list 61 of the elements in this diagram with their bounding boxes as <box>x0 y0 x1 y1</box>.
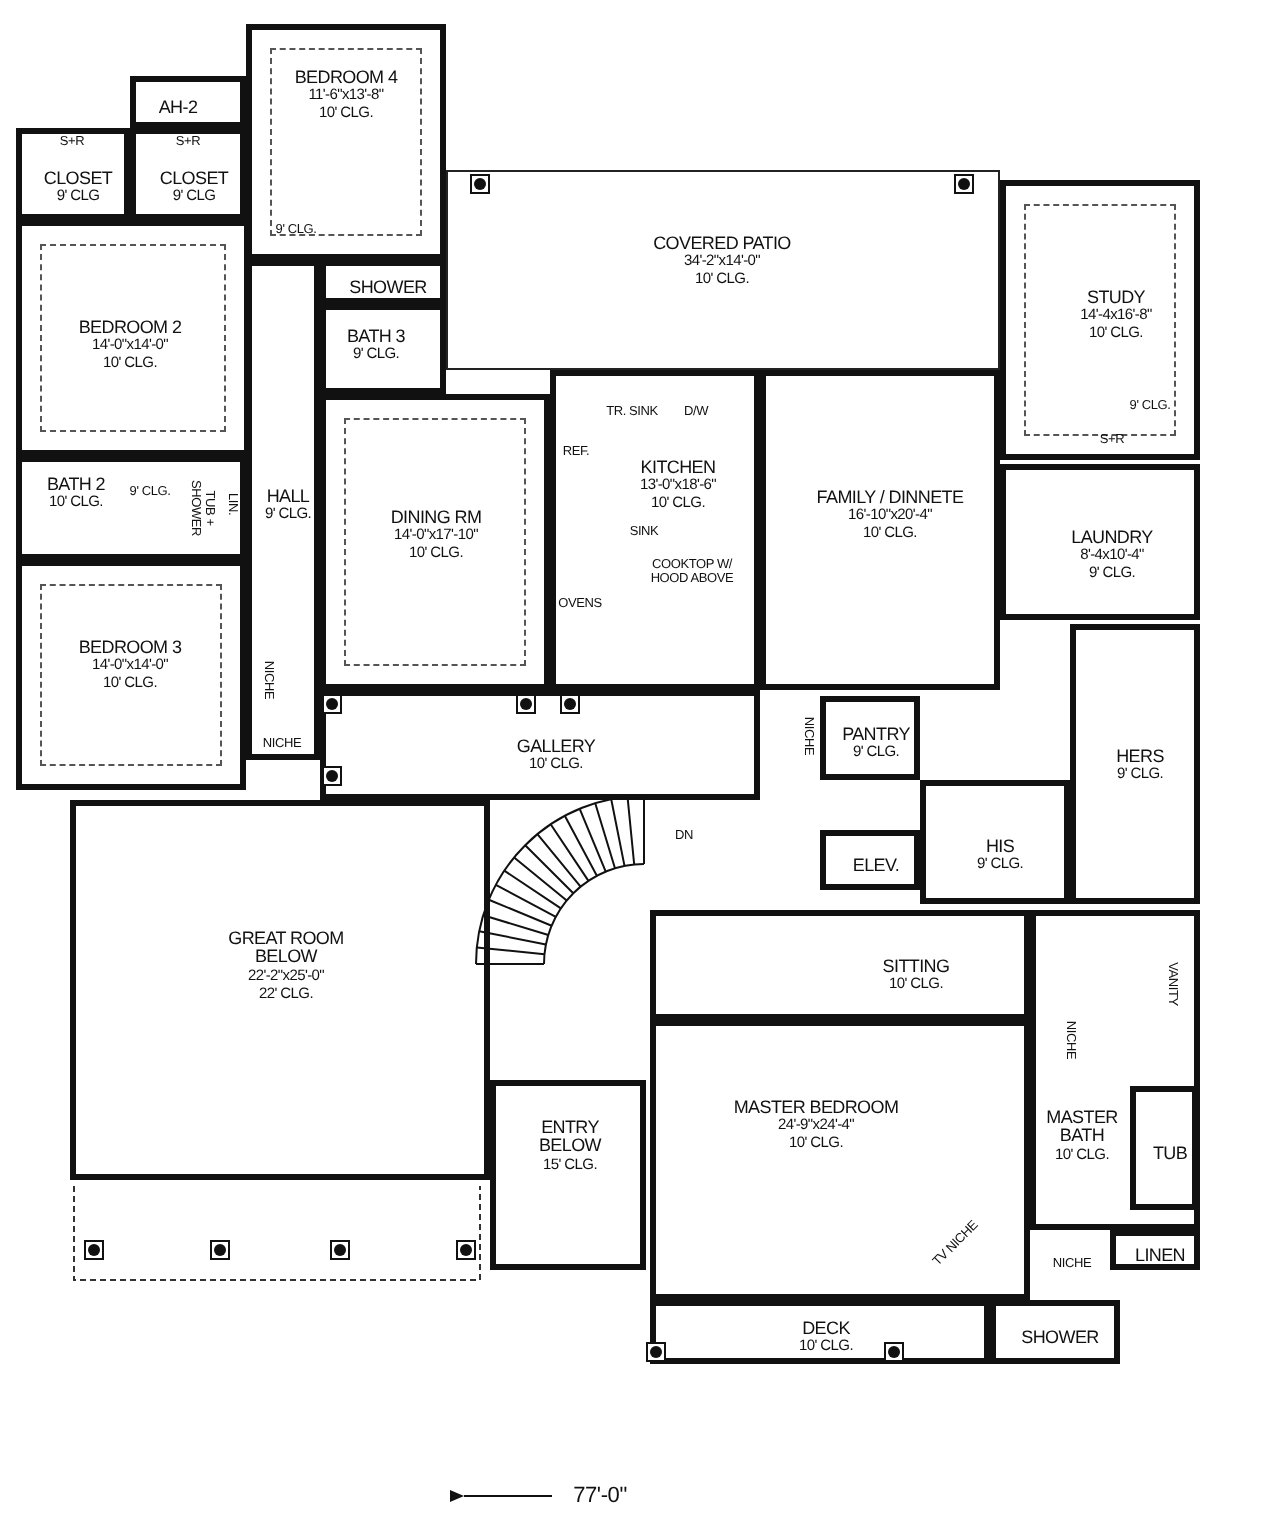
room-name: LINEN <box>1135 1246 1185 1266</box>
room-outline <box>760 370 1000 690</box>
room-name: ELEV. <box>852 856 900 876</box>
room-name: AH-2 <box>158 98 198 118</box>
room-name: BEDROOM 4 <box>294 69 398 88</box>
room-name: DINING RM <box>390 509 482 528</box>
room-outline <box>1110 1230 1200 1270</box>
room-name: HIS <box>985 837 1015 857</box>
room-outline <box>820 830 920 890</box>
room-outline <box>246 24 446 260</box>
room-name: DECK <box>802 1319 850 1339</box>
room-outline <box>1030 910 1200 1230</box>
room-outline <box>820 696 920 780</box>
room-name: BATH 2 <box>46 475 106 495</box>
room-name: PANTRY <box>842 725 910 745</box>
room-outline <box>650 1020 1030 1300</box>
room-name: CLOSET <box>159 169 229 189</box>
room-name: BEDROOM 2 <box>78 319 182 338</box>
room-name: SHOWER <box>1021 1328 1099 1348</box>
room-outline <box>16 456 246 560</box>
room-name: KITCHEN <box>640 459 716 478</box>
room-outline <box>130 128 246 220</box>
room-outline <box>130 76 246 128</box>
room-name: FAMILY / DINNETE <box>816 489 964 508</box>
room-outline <box>920 780 1070 904</box>
room-name: GALLERY <box>516 737 596 757</box>
room-outline <box>16 560 246 790</box>
room-outline <box>320 394 550 690</box>
room-name: BATH 3 <box>346 327 406 347</box>
room-outline <box>1130 1086 1198 1210</box>
room-outline <box>320 690 760 800</box>
room-name: TUB <box>1152 1144 1188 1164</box>
room-name: STUDY <box>1087 289 1145 308</box>
room-outline <box>16 128 130 220</box>
room-outline <box>490 1080 646 1270</box>
room-outline <box>320 260 446 304</box>
room-outline <box>650 1300 990 1364</box>
room-name: GREAT ROOM BELOW <box>226 929 346 968</box>
room-name: HERS <box>1116 747 1164 767</box>
dimension-text: 77'-0" <box>573 1483 627 1509</box>
room-name: SITTING <box>882 957 950 977</box>
room-name: COVERED PATIO <box>653 235 791 254</box>
room-outline <box>990 1300 1120 1364</box>
room-outline <box>1070 624 1200 904</box>
room-name: BEDROOM 3 <box>78 639 182 658</box>
room-outline <box>16 220 250 456</box>
room-outline <box>650 910 1030 1020</box>
room-name: LAUNDRY <box>1071 529 1153 548</box>
room-name: HALL <box>266 487 310 507</box>
room-name: ENTRY BELOW <box>536 1118 604 1157</box>
room-outline <box>1000 464 1200 620</box>
room-name: SHOWER <box>349 278 427 298</box>
room-name: MASTER BATH <box>1044 1108 1120 1147</box>
room-outline <box>1000 180 1200 460</box>
room-outline <box>446 170 1000 370</box>
room-name: MASTER BEDROOM <box>733 1099 899 1118</box>
room-outline <box>246 260 320 760</box>
room-name: CLOSET <box>43 169 113 189</box>
room-outline <box>550 370 760 690</box>
room-outline <box>70 800 490 1180</box>
room-outline <box>320 304 446 394</box>
